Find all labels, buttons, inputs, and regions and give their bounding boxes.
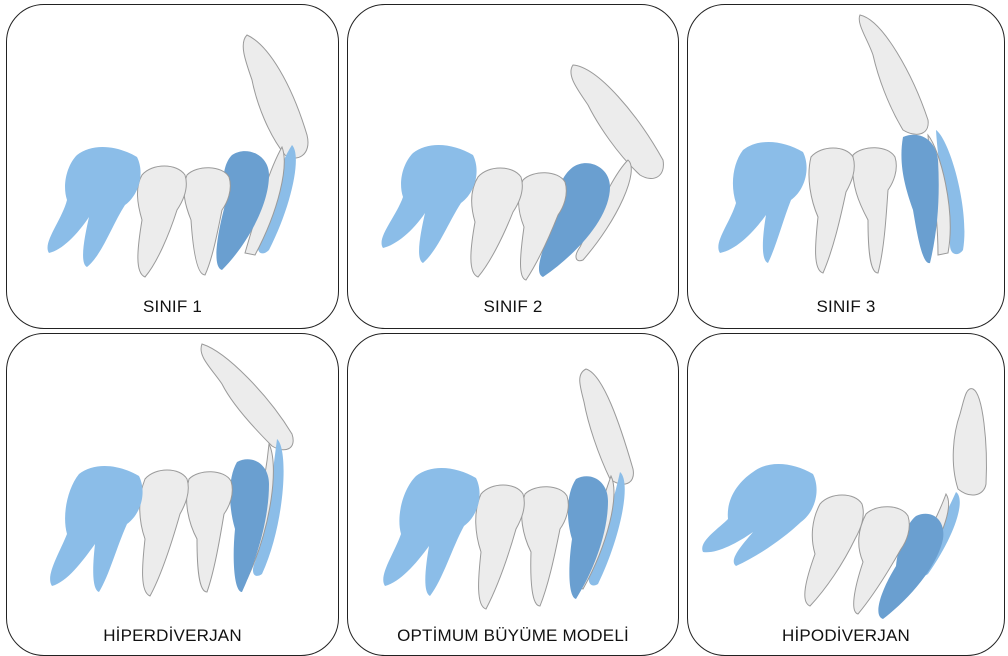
upper-incisor [859, 15, 928, 134]
premolar-2 [187, 472, 233, 592]
upper-incisor [201, 344, 293, 450]
upper-incisor [243, 35, 308, 158]
molar [382, 145, 477, 263]
premolar-1 [476, 485, 525, 609]
panel-label: OPTİMUM BÜYÜME MODELİ [348, 626, 678, 646]
premolar-1 [805, 495, 863, 606]
premolar-2 [522, 487, 569, 606]
teeth-illustration [688, 334, 1005, 656]
molar [702, 464, 816, 566]
teeth-illustration [7, 5, 339, 329]
panel-label: SINIF 2 [348, 297, 678, 317]
premolar-1 [809, 148, 854, 273]
upper-incisor [953, 389, 986, 495]
molar [383, 468, 479, 596]
panel-label: HİPERDİVERJAN [7, 626, 338, 646]
panel-sinif-1: SINIF 1 [6, 4, 339, 329]
teeth-illustration [7, 334, 339, 656]
panel-label: SINIF 1 [7, 297, 338, 317]
canine [901, 135, 938, 263]
panel-hipodiverjan: HİPODİVERJAN [687, 333, 1005, 656]
upper-incisor [580, 369, 634, 484]
molar [50, 466, 142, 592]
premolar-2 [852, 148, 896, 273]
upper-incisor [571, 65, 664, 179]
teeth-illustration [348, 334, 679, 656]
panel-optimum-buyume-modeli: OPTİMUM BÜYÜME MODELİ [347, 333, 679, 656]
canine [230, 459, 269, 592]
molar [718, 142, 806, 263]
panel-label: SINIF 3 [688, 297, 1004, 317]
premolar-1 [137, 166, 186, 277]
panel-sinif-2: SINIF 2 [347, 4, 679, 329]
molar [48, 147, 141, 267]
panel-label: HİPODİVERJAN [688, 626, 1004, 646]
panel-sinif-3: SINIF 3 [687, 4, 1005, 329]
teeth-illustration [348, 5, 679, 329]
teeth-illustration [688, 5, 1005, 329]
panel-hiperdiverjan: HİPERDİVERJAN [6, 333, 339, 656]
premolar-1 [140, 470, 189, 596]
premolar-1 [471, 168, 522, 277]
